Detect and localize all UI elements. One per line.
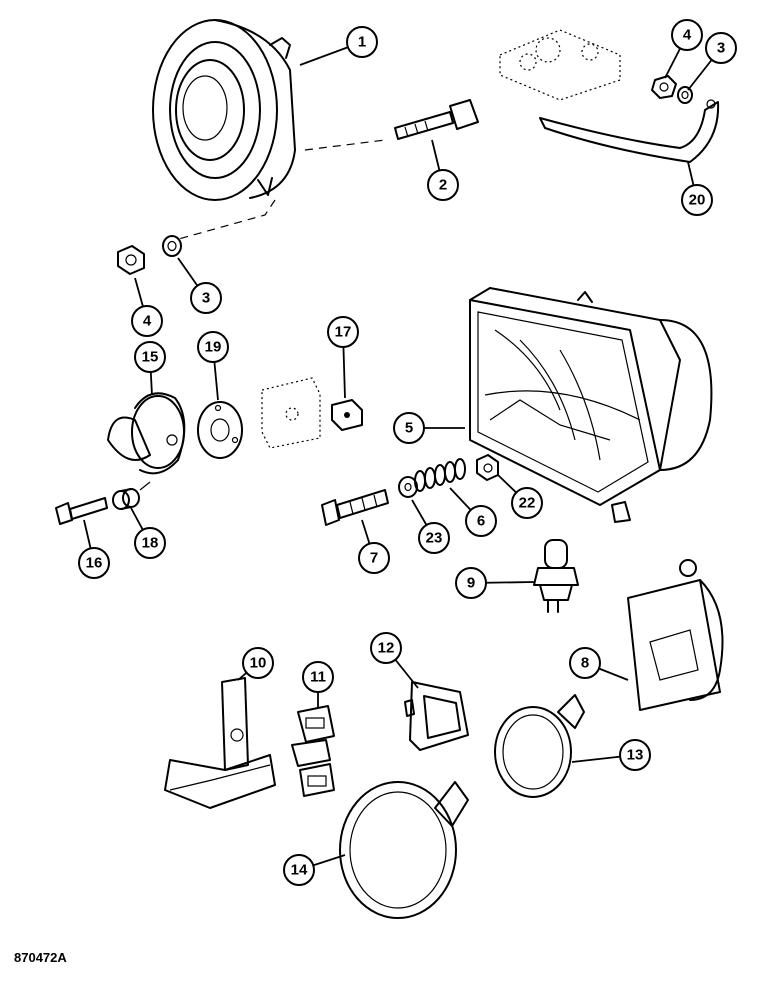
part-spring: [414, 458, 466, 492]
callout-number: 9: [467, 575, 475, 592]
callout-number: 4: [143, 313, 152, 330]
part-washer-left: [162, 235, 182, 257]
callout-12: 12: [370, 632, 419, 689]
callout-19: 19: [197, 331, 229, 401]
callout-7: 7: [358, 519, 390, 574]
part-cable-tie-large: [339, 781, 469, 919]
part-clip-17: [261, 377, 363, 449]
part-connector: [291, 705, 335, 797]
callout-number: 12: [378, 640, 395, 657]
callout-circle: [302, 661, 334, 693]
callout-number: 8: [581, 655, 589, 672]
callout-3: 3: [177, 257, 222, 314]
callout-17: 17: [327, 316, 359, 399]
callout-circle: [619, 739, 651, 771]
callout-22: 22: [497, 474, 543, 519]
callout-circle: [705, 32, 737, 64]
callout-number: 3: [202, 290, 210, 307]
callout-number: 3: [717, 40, 725, 57]
callout-circle: [242, 647, 274, 679]
callout-number: 13: [627, 747, 644, 764]
callout-2: 2: [427, 139, 459, 201]
callout-number: 23: [426, 530, 443, 547]
callout-number: 17: [335, 324, 352, 341]
callout-circle: [190, 282, 222, 314]
callout-circle: [134, 527, 166, 559]
callout-number: 5: [405, 420, 413, 437]
callout-number: 15: [142, 349, 159, 366]
part-nut-left: [117, 245, 145, 275]
callout-1: 1: [299, 26, 378, 66]
callout-circle: [427, 169, 459, 201]
callout-circle: [327, 316, 359, 348]
callout-circle: [393, 412, 425, 444]
callout-15: 15: [134, 341, 166, 396]
callout-circle: [465, 505, 497, 537]
callout-circle: [197, 331, 229, 363]
callout-3: 3: [687, 32, 737, 91]
drawing-code: 870472A: [14, 950, 67, 965]
callout-13: 13: [571, 739, 651, 771]
callout-circle: [418, 522, 450, 554]
part-cable-tie-small: [494, 694, 585, 798]
callout-number: 6: [477, 513, 485, 530]
callout-circle: [134, 341, 166, 373]
callout-number: 20: [689, 192, 706, 209]
callout-number: 11: [310, 669, 326, 686]
callout-5: 5: [393, 412, 465, 444]
callout-circle: [370, 632, 402, 664]
part-headlamp: [469, 287, 713, 523]
part-bolt: [394, 99, 479, 140]
part-washer-23: [398, 476, 418, 498]
part-bolt-16: [55, 497, 108, 525]
callout-number: 4: [683, 27, 692, 44]
callout-circle: [671, 19, 703, 51]
part-bulb: [533, 539, 579, 613]
callout-circle: [511, 487, 543, 519]
part-adjusting-screw: [321, 489, 389, 526]
part-nut-22: [476, 454, 499, 481]
part-strap-bracket: [499, 29, 720, 163]
callout-20: 20: [681, 161, 713, 216]
callout-11: 11: [302, 661, 334, 708]
callout-circle: [346, 26, 378, 58]
part-switch: [404, 681, 469, 751]
callout-number: 10: [250, 655, 267, 672]
part-clamp: [164, 677, 276, 809]
callout-circle: [131, 305, 163, 337]
callout-23: 23: [411, 499, 450, 554]
callout-number: 18: [142, 535, 159, 552]
callout-8: 8: [569, 647, 629, 681]
callout-number: 2: [439, 177, 447, 194]
callout-16: 16: [78, 519, 110, 579]
part-spacer-18: [112, 488, 140, 510]
callout-circle: [78, 547, 110, 579]
callout-circle: [455, 567, 487, 599]
callout-number: 7: [370, 550, 378, 567]
callout-6: 6: [449, 487, 497, 537]
callout-circle: [681, 184, 713, 216]
callout-4: 4: [131, 277, 163, 337]
callout-number: 14: [291, 862, 308, 879]
callout-circle: [283, 854, 315, 886]
part-wiring-board: [627, 559, 724, 711]
callout-9: 9: [455, 567, 536, 599]
part-washer-top: [677, 86, 693, 104]
callout-number: 1: [358, 34, 366, 51]
part-disc: [197, 401, 243, 459]
callout-14: 14: [283, 854, 346, 886]
callout-10: 10: [237, 647, 274, 681]
callout-number: 16: [86, 555, 103, 572]
callout-circle: [569, 647, 601, 679]
callout-number: 22: [519, 495, 536, 512]
part-horn: [152, 19, 296, 201]
part-adjuster-knob: [107, 392, 186, 475]
callout-number: 19: [205, 339, 222, 356]
part-nut-top: [651, 75, 677, 99]
callout-circle: [358, 542, 390, 574]
callout-18: 18: [130, 507, 166, 559]
callout-4: 4: [664, 19, 703, 79]
